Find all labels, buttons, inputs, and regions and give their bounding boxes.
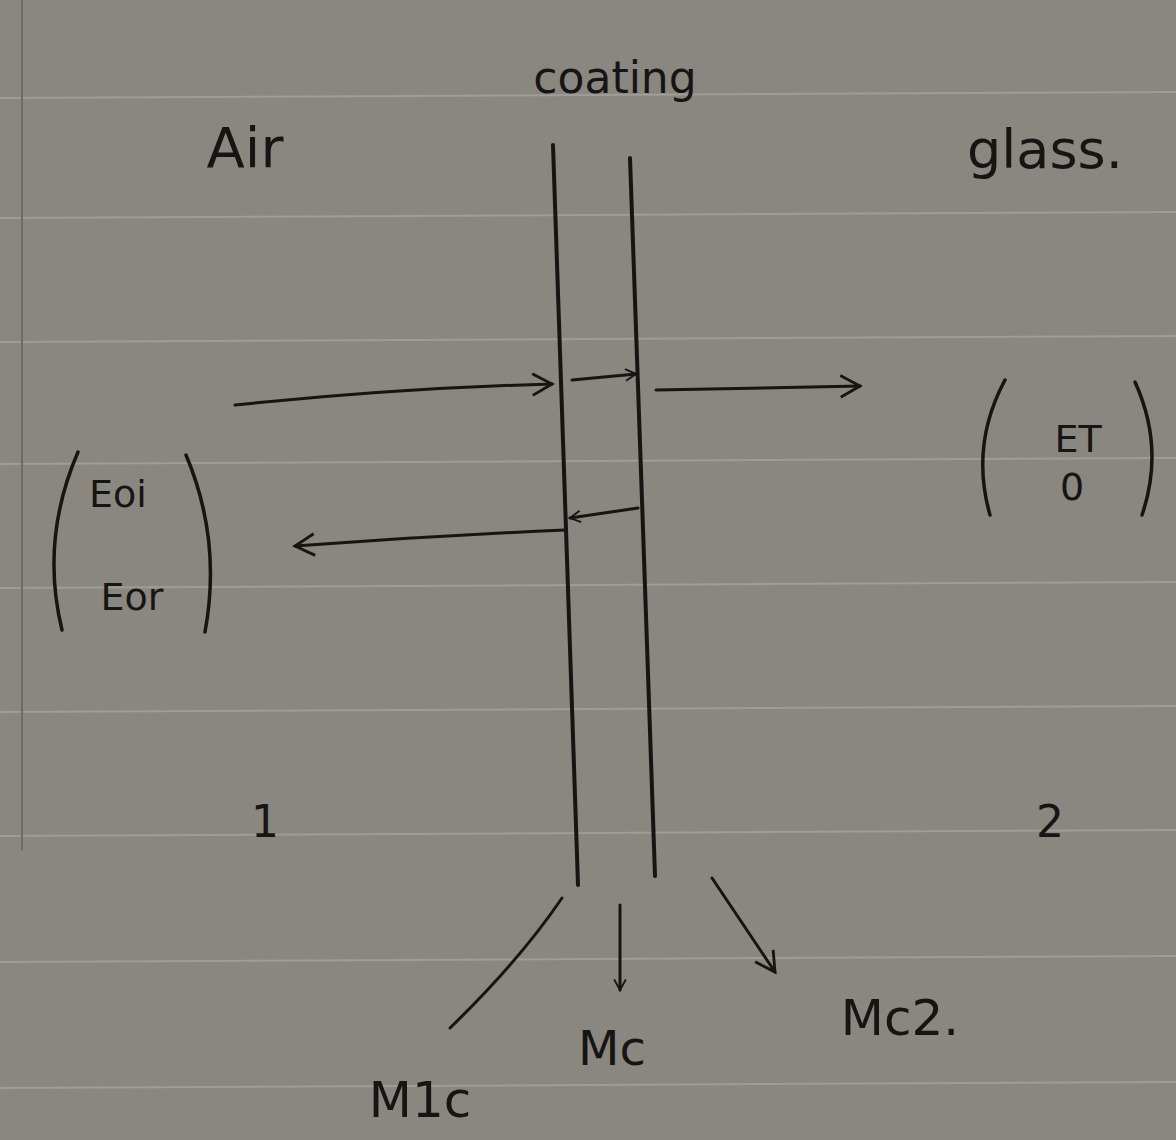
- leader-line: [619, 905, 622, 990]
- coating-forward-arrow: [572, 374, 636, 380]
- vector-brackets: [54, 380, 1152, 632]
- wave-arrows: [235, 374, 860, 546]
- region-label: Air: [207, 117, 284, 179]
- boundary-line: [630, 158, 655, 876]
- bracket: [186, 455, 210, 632]
- ruled-line: [0, 336, 1176, 342]
- leader-lines: [450, 878, 775, 1028]
- ruled-line: [0, 706, 1176, 712]
- medium-number-holder: 2: [1036, 798, 1064, 846]
- coating-back-arrow: [570, 508, 638, 518]
- region-label: coating: [533, 54, 696, 102]
- coating-boundaries: [553, 145, 655, 885]
- bracket: [54, 452, 78, 630]
- region-label-holder: glass.: [967, 120, 1123, 179]
- medium-number: 1: [251, 798, 279, 846]
- vector-entry: Eor: [101, 577, 164, 619]
- vector-entry-holder: ET: [1054, 419, 1101, 461]
- matrix-label: M1c: [369, 1073, 471, 1128]
- reflected-arrow: [295, 530, 565, 546]
- bracket: [1135, 382, 1152, 515]
- vector-entry: ET: [1054, 419, 1101, 461]
- leader-line: [450, 898, 562, 1028]
- matrix-label-holder: Mc: [578, 1022, 646, 1075]
- incident-arrow: [235, 384, 552, 405]
- medium-number: 2: [1036, 798, 1064, 846]
- ruled-line: [0, 956, 1176, 962]
- matrix-label: Mc: [578, 1022, 646, 1075]
- vector-entry-holder: Eor: [101, 577, 164, 619]
- leader-line: [712, 878, 775, 972]
- vector-entry: 0: [1060, 467, 1084, 509]
- region-label-holder: Air: [207, 117, 284, 179]
- bracket: [983, 380, 1005, 515]
- vector-entry-holder: Eoi: [89, 474, 147, 516]
- ruled-line: [0, 830, 1176, 836]
- transmitted-arrow: [656, 386, 860, 390]
- region-label-holder: coating: [533, 54, 696, 102]
- matrix-label-holder: Mc2.: [841, 991, 959, 1046]
- matrix-label-holder: M1c: [369, 1073, 471, 1128]
- vector-entry: Eoi: [89, 474, 147, 516]
- boundary-line: [553, 145, 578, 885]
- matrix-label: Mc2.: [841, 991, 959, 1046]
- ruled-lines: [0, 92, 1176, 1088]
- ruled-line: [0, 582, 1176, 588]
- ruled-line: [0, 458, 1176, 464]
- region-label: glass.: [967, 120, 1123, 179]
- medium-number-holder: 1: [251, 798, 279, 846]
- ruled-line: [0, 1082, 1176, 1088]
- margin-line: [21, 0, 23, 850]
- vector-entry-holder: 0: [1060, 467, 1084, 509]
- ruled-line: [0, 212, 1176, 218]
